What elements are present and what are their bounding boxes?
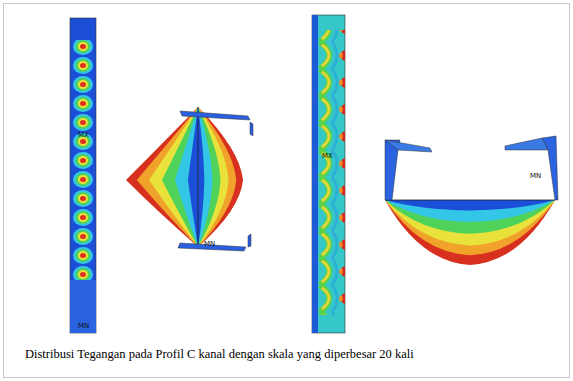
result-marker: MX	[322, 152, 333, 160]
result-marker: MN	[204, 240, 215, 248]
result-marker: MN	[530, 172, 541, 180]
result-marker: MN	[78, 322, 89, 330]
result-marker: MX	[78, 131, 89, 139]
figure-caption: Distribusi Tegangan pada Profil C kanal …	[25, 347, 414, 362]
